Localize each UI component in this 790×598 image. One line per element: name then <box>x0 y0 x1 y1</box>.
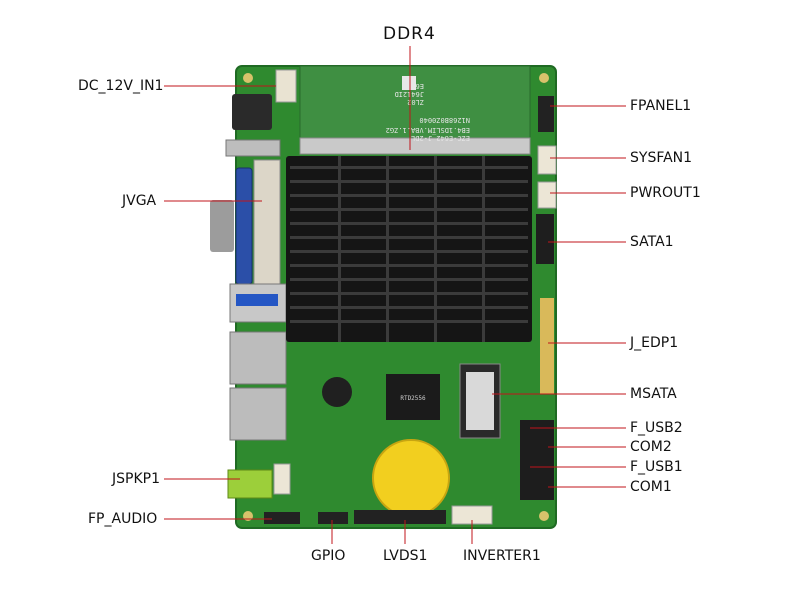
vga-connector <box>210 139 281 291</box>
ddr4-module: E642 J6412ID ZL02 N1268B0Z0040 EB4.1DSLI… <box>299 65 531 155</box>
gpio-header <box>318 512 348 524</box>
label-sysfan1: SYSFAN1 <box>630 150 693 166</box>
heatsink-fins <box>290 156 528 342</box>
buzzer <box>322 377 352 407</box>
label-ddr4: DDR4 <box>383 24 436 44</box>
memory-text-6: EZC-E642_J-2DL <box>411 134 470 142</box>
coin-battery <box>372 439 450 517</box>
dc-jack <box>232 94 272 130</box>
lan-ports <box>229 331 287 441</box>
label-f-usb1: F_USB1 <box>630 459 683 475</box>
memory-text-3: ZL02 <box>407 98 424 106</box>
chip-label: RTD2556 <box>400 395 426 402</box>
memory-text-4: N1268B0Z0040 <box>419 116 470 124</box>
sysfan-connector <box>537 145 557 175</box>
label-gpio: GPIO <box>311 548 346 564</box>
label-msata: MSATA <box>630 386 677 402</box>
memory-text-5: EB4.1DSLIM.VBA.1.ZG2 <box>386 126 470 134</box>
fp-audio-header <box>264 512 300 524</box>
edp-connector <box>540 298 554 394</box>
label-dc-12v-in1: DC_12V_IN1 <box>78 78 164 94</box>
label-lvds1: LVDS1 <box>383 548 428 564</box>
label-f-usb2: F_USB2 <box>630 420 683 436</box>
label-pwrout1: PWROUT1 <box>630 185 701 201</box>
label-com2: COM2 <box>630 439 672 455</box>
sata-connector <box>536 214 554 264</box>
label-jspkp1: JSPKP1 <box>112 471 160 487</box>
label-j-edp1: J_EDP1 <box>630 335 679 351</box>
label-jvga: JVGA <box>122 193 157 209</box>
audio-jack <box>227 469 273 499</box>
com-headers <box>520 420 554 500</box>
memory-text-2: J6412ID <box>394 90 424 98</box>
lvds-header <box>354 510 446 524</box>
label-sata1: SATA1 <box>630 234 674 250</box>
label-fpanel1: FPANEL1 <box>630 98 692 114</box>
label-com1: COM1 <box>630 479 672 495</box>
chip <box>386 374 440 420</box>
fpanel-header <box>538 96 554 132</box>
label-fp-audio: FP_AUDIO <box>88 511 158 527</box>
pwrout-connector <box>537 181 557 209</box>
heatsink <box>286 156 532 342</box>
leader-lines <box>164 46 626 544</box>
label-inverter1: INVERTER1 <box>463 548 541 564</box>
